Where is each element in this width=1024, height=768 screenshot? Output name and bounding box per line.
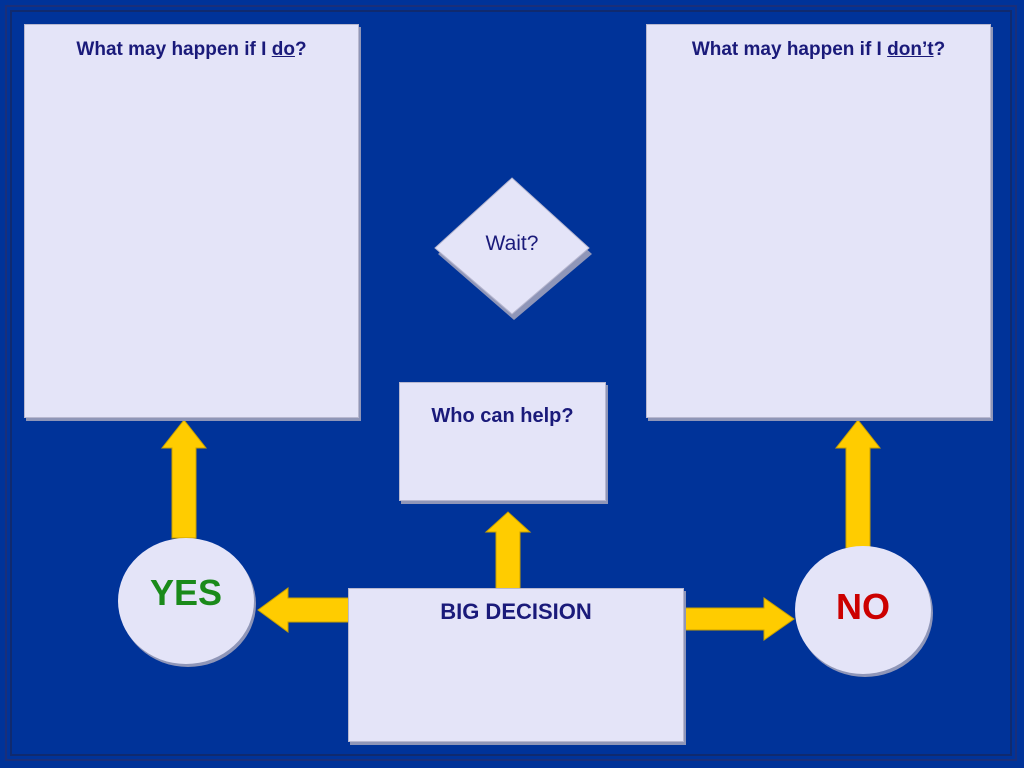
decision-box-title: BIG DECISION: [440, 599, 592, 624]
inner-frame: [10, 10, 1012, 756]
arrow-up-center: [484, 511, 532, 591]
no-label: NO: [836, 586, 890, 627]
yes-label: YES: [149, 572, 223, 613]
no-circle: NO: [795, 546, 931, 674]
arrow-left-yes: [257, 587, 351, 633]
do-title-emphasis: do: [271, 39, 295, 60]
arrow-up-left: [160, 419, 208, 539]
do-title-suffix: ?: [294, 39, 307, 60]
wait-diamond: [434, 177, 592, 320]
outer-frame: [5, 5, 1017, 761]
arrow-right-no: [683, 597, 795, 641]
wait-label: Wait?: [485, 232, 539, 255]
dont-box-title: What may happen if I don’t?: [647, 39, 990, 61]
do-box-title: What may happen if I do?: [25, 39, 358, 61]
yes-circle: YES: [118, 538, 254, 664]
dont-consequences-box: What may happen if I don’t?: [646, 24, 991, 418]
arrow-up-right: [834, 419, 882, 549]
big-decision-box: BIG DECISION: [348, 588, 684, 742]
help-box-title: Who can help?: [431, 405, 574, 427]
dont-title-prefix: What may happen if I: [691, 39, 888, 60]
dont-title-suffix: ?: [933, 39, 946, 60]
who-can-help-box: Who can help?: [399, 382, 606, 501]
dont-title-emphasis: don’t: [887, 39, 934, 60]
do-consequences-box: What may happen if I do?: [24, 24, 359, 418]
do-title-prefix: What may happen if I: [76, 39, 272, 60]
